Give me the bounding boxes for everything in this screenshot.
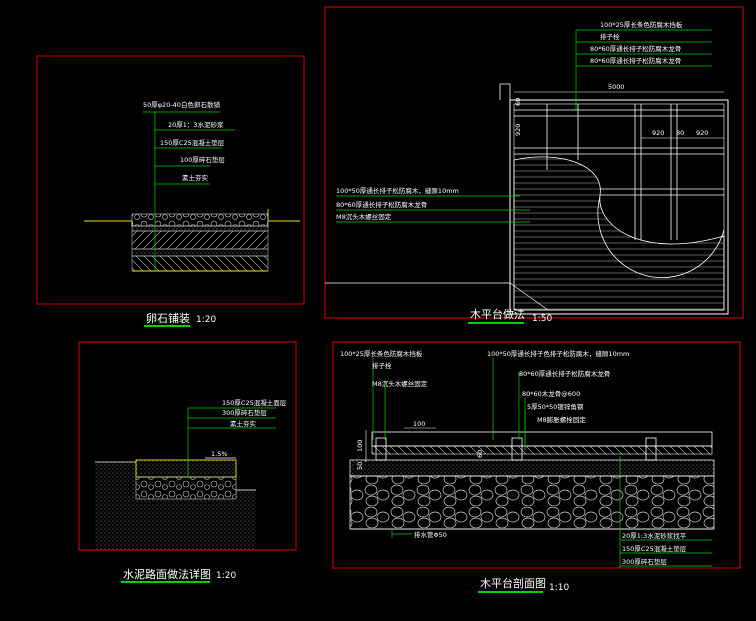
layer-note: 300厚碎石垫层 — [622, 557, 667, 566]
layer-note: 20厚1:3水泥砂浆找平 — [622, 531, 687, 540]
dim-c: 920 — [696, 129, 708, 137]
concrete-layer — [349, 459, 715, 477]
note: 排子栓 — [600, 32, 620, 41]
layer-note: 150厚C25混凝土垫层 — [622, 544, 687, 553]
deck-planks — [513, 156, 725, 311]
dim-total: 5000 — [608, 83, 625, 91]
dim-v2: 920 — [514, 124, 522, 136]
deck-outline — [509, 99, 729, 315]
dim-100: 100 — [413, 420, 425, 428]
slope-label: 1.5% — [211, 450, 228, 458]
panel-frame — [332, 341, 741, 569]
post — [375, 437, 387, 461]
drain-note: 排水管Φ50 — [414, 530, 447, 539]
gravel-layer — [131, 248, 269, 257]
note: 排子栓 — [372, 361, 392, 370]
drawing-scale: 1:10 — [549, 583, 569, 593]
deck-frame-grid — [514, 104, 724, 240]
drawing-scale: 1:20 — [216, 571, 236, 581]
note: 80*60厚通长排子松防腐木龙骨 — [336, 200, 427, 209]
drawing-title: 水泥路面做法详图 — [123, 567, 211, 581]
note: 80*60厚通长排子松防腐木龙骨 — [590, 56, 681, 65]
layer-note: 150厚C25混凝土面层 — [222, 398, 287, 407]
soil-left — [95, 462, 136, 550]
soil-layer — [131, 255, 269, 272]
layer-note: 20厚1：3水泥砂浆 — [168, 120, 224, 129]
note: 5厚50*50镀锌角钢 — [527, 402, 584, 411]
panel-cement-road: 1.5% 150厚C25混凝土面层 300厚碎石垫层 素土夯实 水泥路面做法详图… — [78, 341, 297, 583]
concrete-layer — [135, 459, 237, 478]
dim-b: 80 — [676, 129, 684, 137]
dim-v50: 50 — [356, 462, 364, 470]
drawing-title: 卵石铺装 — [146, 312, 190, 325]
gravel-layer — [349, 475, 715, 530]
panel-wood-deck-plan: 5000 920 80 920 60 920 100*25厚长条色防腐木挡板 排… — [324, 6, 744, 324]
drawing-title: 木平台做法 — [470, 307, 525, 321]
gravel-layer — [135, 476, 237, 500]
ground-line — [267, 209, 300, 222]
post — [511, 437, 523, 461]
note: 100*25厚长条色防腐木挡板 — [340, 349, 423, 358]
concrete-layer — [131, 230, 269, 250]
panel-wood-deck-section: 100 50 100 60 100*25厚长条色防腐木挡板 排子栓 M8沉头木螺… — [332, 341, 741, 593]
dim-a: 920 — [652, 129, 664, 137]
dim-v1: 60 — [514, 98, 522, 106]
drawing-scale: 1:20 — [196, 315, 216, 325]
drawing-scale: 1:50 — [532, 314, 552, 324]
note: 100*25厚长条色防腐木挡板 — [600, 20, 683, 29]
note: M8沉头木螺丝固定 — [372, 379, 428, 388]
layer-note: 素土夯实 — [230, 419, 257, 428]
dim-v100: 100 — [356, 440, 364, 452]
note: M8膨胀螺栓固定 — [537, 415, 586, 424]
dim-60: 60 — [476, 450, 484, 458]
note: 80*60厚通长排子松防腐木龙骨 — [590, 44, 681, 53]
note: M8沉头木螺丝固定 — [336, 212, 392, 221]
note: 100*50厚通长排子松防腐木，缝隙10mm — [336, 186, 459, 195]
post — [645, 437, 657, 461]
layer-note: 300厚碎石垫层 — [222, 408, 267, 417]
panel-frame — [324, 6, 744, 319]
soil-layer — [136, 499, 236, 550]
mortar-layer — [131, 225, 269, 232]
panel-frame — [36, 55, 305, 305]
panel-pebble-paving: 50厚φ20-40白色卵石散铺 20厚1：3水泥砂浆 150厚C25混凝土垫层 … — [36, 55, 305, 327]
note: 80*60厚通长排子松防腐木龙骨 — [519, 369, 610, 378]
layer-note: 50厚φ20-40白色卵石散铺 — [143, 100, 220, 109]
deck-curve — [597, 196, 725, 279]
layer-note: 100厚碎石垫层 — [180, 155, 225, 164]
layer-note: 150厚C25混凝土垫层 — [160, 138, 225, 147]
deck-boards — [371, 431, 713, 455]
layer-note: 素土夯实 — [182, 173, 209, 182]
drawing-title: 木平台剖面图 — [480, 576, 546, 590]
pebble-layer — [131, 213, 269, 227]
ground-line — [84, 220, 133, 227]
note: 100*50厚通长排子色排子松防腐木，缝隙10mm — [487, 349, 629, 358]
note: 80*60木龙骨@600 — [522, 389, 580, 398]
